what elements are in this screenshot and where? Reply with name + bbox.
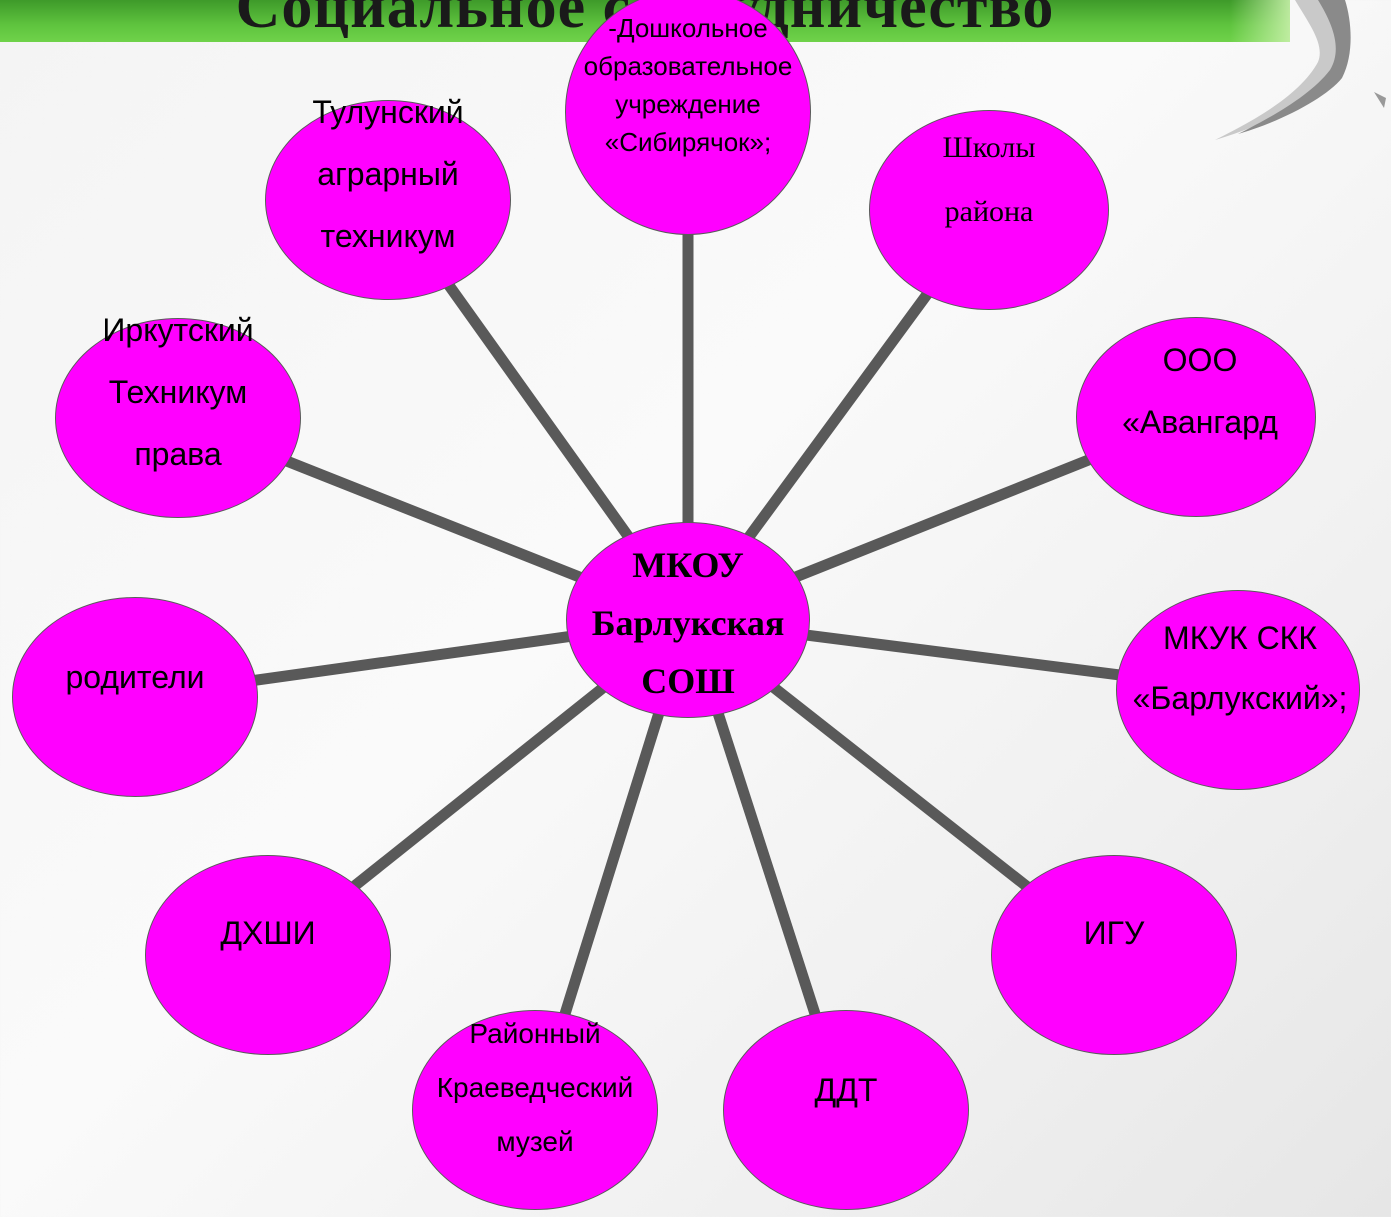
node-ddt-label-line: ДДТ [814,1072,878,1108]
node-schools-label-line: района [944,195,1034,228]
node-museum [412,1010,658,1210]
node-museum-label-line: Районный [469,1018,601,1049]
node-ddt [723,1010,969,1210]
node-center [566,522,810,718]
node-preschool-label-line: -Дошкольное [608,13,768,43]
node-dkhshi-label-line: ДХШИ [220,915,316,951]
node-preschool [565,0,811,235]
node-irkutsk [55,318,301,518]
node-schools [869,110,1109,310]
node-avangard-label-line: «Авангард [1122,404,1278,440]
node-tulun [265,100,511,300]
node-tulun-label-line: Тулунский [312,94,464,130]
node-parents-label-line: родители [65,659,205,695]
node-schools-label-line: Школы [942,131,1036,164]
node-dkhshi [145,855,391,1055]
node-center-label-line: Барлукская [591,603,785,643]
node-center-label-line: МКОУ [632,545,744,585]
node-irkutsk-label-line: Техникум [108,374,248,410]
node-mkuk [1116,590,1360,790]
node-igu-label-line: ИГУ [1083,915,1145,951]
node-museum-label-line: музей [496,1126,574,1157]
node-preschool-label-line: учреждение [615,89,761,119]
node-tulun-label-line: техникум [320,218,456,254]
node-parents [12,597,258,797]
node-avangard [1076,317,1316,517]
node-center-label-line: СОШ [641,661,735,701]
node-tulun-label-line: аграрный [317,156,459,192]
node-avangard-label-line: ООО [1162,342,1238,378]
node-irkutsk-label-line: Иркутский [102,312,254,348]
node-museum-label-line: Краеведческий [436,1072,634,1103]
node-preschool-label-line: «Сибирячок»; [604,127,772,157]
node-igu [991,855,1237,1055]
node-preschool-label-line: образовательное [583,51,793,81]
node-mkuk-label-line: МКУК СКК [1163,620,1317,656]
node-irkutsk-label-line: права [134,436,222,472]
node-mkuk-label-line: «Барлукский»; [1132,680,1348,716]
